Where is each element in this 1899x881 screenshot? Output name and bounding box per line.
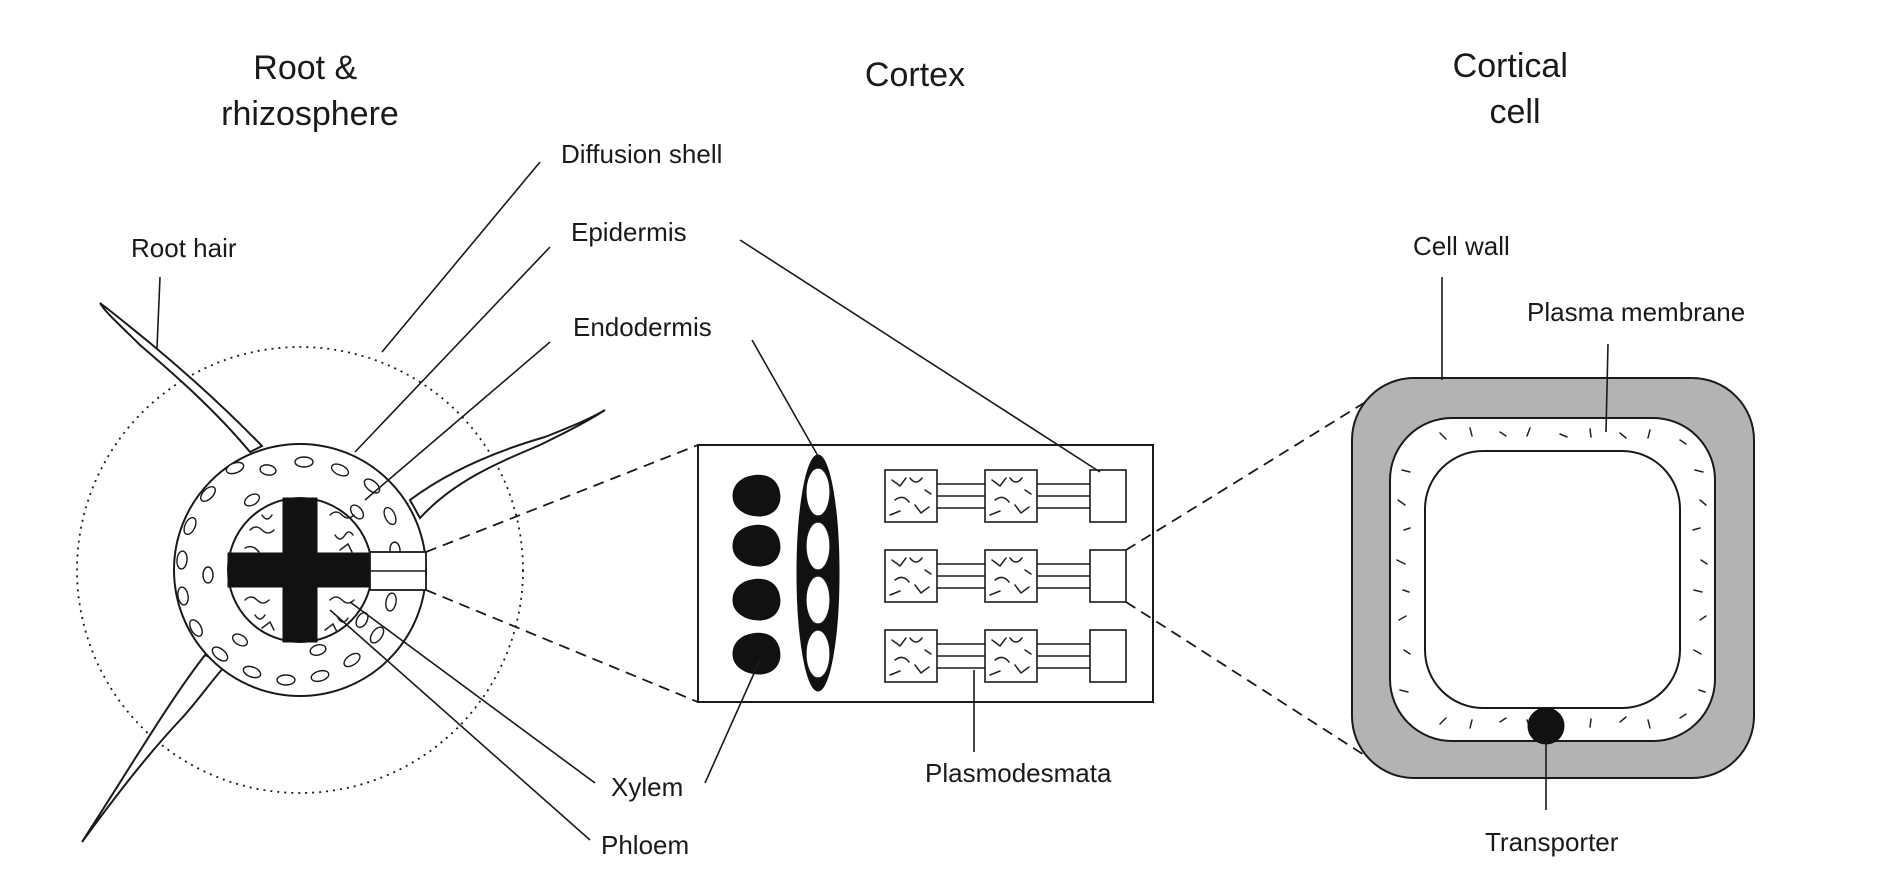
- label-cell-wall: Cell wall: [1413, 231, 1510, 261]
- label-transporter: Transporter: [1485, 827, 1619, 857]
- label-phloem: Phloem: [601, 830, 689, 860]
- cortical-cell-panel: [1351, 377, 1755, 779]
- leader-phloem: [329, 609, 591, 841]
- projection-root-to-cortex-bottom: [425, 589, 699, 703]
- xylem-cross-horizontal: [227, 552, 373, 588]
- label-diffusion-shell: Diffusion shell: [561, 139, 722, 169]
- projection-cortex-to-cell-top: [1125, 397, 1373, 551]
- label-plasma-membrane: Plasma membrane: [1527, 297, 1745, 327]
- vacuole: [1424, 450, 1681, 709]
- leader-plasma-membrane: [1605, 343, 1609, 433]
- heading-cortex: Cortex: [865, 56, 965, 94]
- root-hair-lower-left: [81, 653, 228, 843]
- label-epidermis: Epidermis: [571, 217, 687, 247]
- diffusion-shell: [76, 346, 524, 794]
- leader-xylem: [349, 601, 596, 784]
- root-hair-upper-left: [99, 302, 264, 454]
- label-plasmodesmata: Plasmodesmata: [925, 758, 1112, 788]
- heading-root-rhizosphere: Root & rhizosphere: [221, 49, 399, 133]
- leader-endodermis: [364, 341, 551, 501]
- cortex-panel: [697, 444, 1154, 703]
- cortical-cell-highlight-top: [1089, 469, 1127, 523]
- cortical-cell-highlight: [1089, 549, 1127, 603]
- cytoplasm-marks: [1396, 427, 1708, 729]
- projection-cortex-to-cell-bottom: [1125, 601, 1373, 761]
- leader-root-hair: [156, 276, 161, 349]
- label-root-hair: Root hair: [131, 233, 237, 263]
- leader-epidermis: [354, 246, 551, 453]
- heading-cell-line-1: Cortical: [1453, 47, 1568, 85]
- leader-diffusion-shell: [381, 161, 541, 353]
- root-cross-section: [76, 302, 606, 843]
- leader-xylem-cortex: [704, 659, 761, 784]
- heading-cortical-cell: Cortical cell: [1453, 47, 1578, 131]
- heading-cell-line-2: cell: [1489, 93, 1540, 131]
- label-endodermis: Endodermis: [573, 312, 712, 342]
- projection-root-to-cortex-top: [425, 444, 699, 553]
- cortical-cell-rows: [884, 469, 1127, 683]
- heading-root-line-1: Root &: [253, 49, 357, 87]
- xylem-vessels: [732, 474, 781, 675]
- label-xylem: Xylem: [611, 772, 683, 802]
- leader-epidermis-cortex: [739, 239, 1101, 473]
- leader-endodermis-cortex: [751, 339, 819, 457]
- heading-root-line-2: rhizosphere: [221, 95, 399, 133]
- transporter-protein: [1527, 707, 1565, 745]
- root-hair-upper-right: [408, 409, 606, 520]
